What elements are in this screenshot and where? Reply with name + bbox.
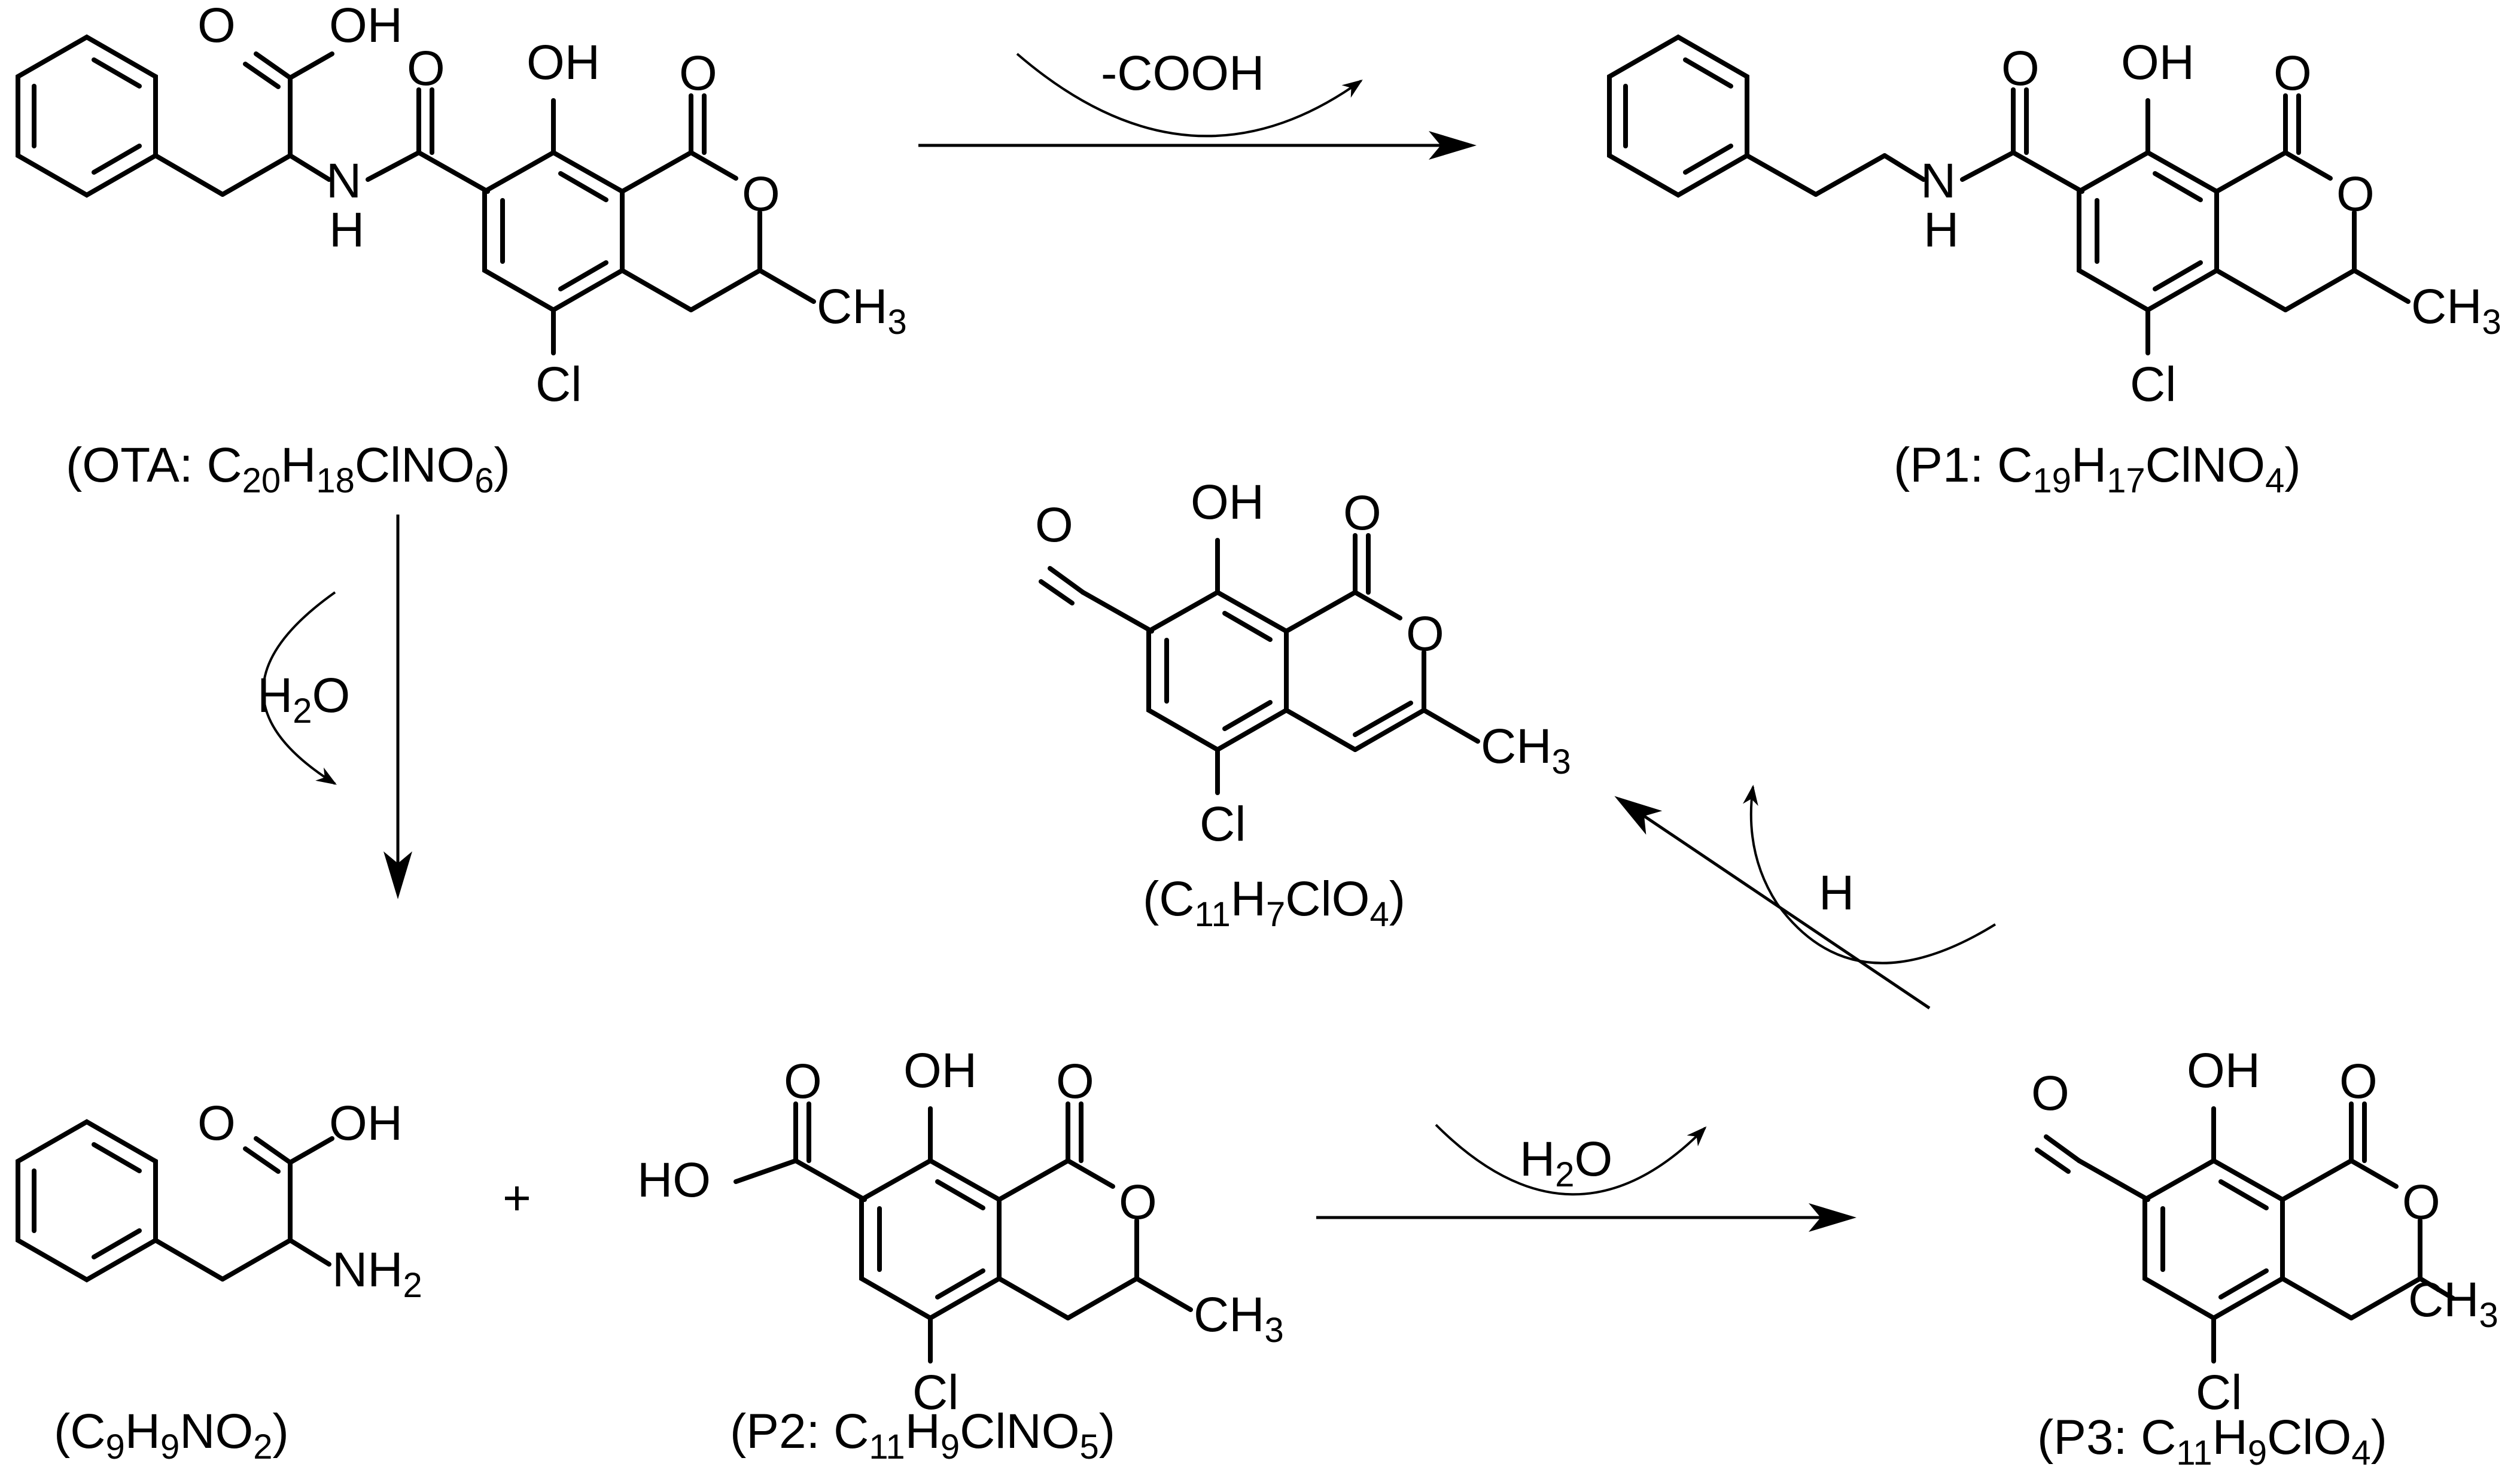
ota-ring-o: O — [742, 167, 780, 221]
p1-amide-n: N — [1921, 154, 1956, 208]
p1-methyl: CH3 — [2411, 279, 2501, 342]
ota-carboxyl-o: O — [197, 0, 236, 53]
p1-lactone-o: O — [2274, 46, 2312, 101]
p3-methyl: CH3 — [2408, 1273, 2498, 1335]
ota-phenol-oh: OH — [526, 35, 600, 90]
plus-sign: + — [503, 1171, 531, 1225]
oxidation-label: H2O — [1520, 1132, 1612, 1194]
ota-amide-o: O — [407, 41, 445, 96]
p2-caption: (P2: C11H9ClNO5) — [730, 1404, 1115, 1466]
ota-amide-n: N — [326, 154, 361, 208]
p3-aldehyde-o: O — [2031, 1066, 2069, 1121]
ota-bonds — [16, 34, 816, 355]
p1-caption: (P1: C19H17ClNO4) — [1894, 438, 2301, 500]
c11h7clo4-bonds — [1039, 533, 1480, 795]
p2-structure: O HO OH O O CH3 Cl (P2: C11H9ClNO5) — [637, 1043, 1284, 1466]
p3-structure: O OH O O CH3 Cl (P3: C11H9ClO4) — [2031, 1043, 2498, 1472]
c11h7-methyl: CH3 — [1481, 719, 1571, 781]
p1-amide-o: O — [2001, 41, 2040, 96]
p2-methyl: CH3 — [1194, 1288, 1284, 1350]
phe-caption: (C9H9NO2) — [54, 1404, 289, 1466]
p2-ring-o: O — [1119, 1175, 1157, 1229]
phe-amine: NH2 — [332, 1243, 422, 1305]
p1-ring-o: O — [2336, 167, 2375, 221]
p2-chlorine: Cl — [912, 1365, 958, 1420]
p2-lactone-o: O — [1056, 1054, 1094, 1109]
oxidation-step: H2O — [1316, 1124, 1856, 1232]
ota-caption: (OTA: C20H18ClNO6) — [66, 438, 510, 500]
p3-ring-o: O — [2402, 1175, 2440, 1229]
c11h7-ring-o: O — [1406, 607, 1444, 661]
c11h7-caption: (C11H7ClO4) — [1143, 872, 1405, 934]
ota-carboxyl-oh: OH — [329, 0, 403, 53]
p3-bonds — [2035, 1101, 2455, 1364]
c11h7-aldehyde-o: O — [1035, 498, 1073, 552]
c11h7-lactone-o: O — [1343, 486, 1381, 540]
c11h7-chlorine: Cl — [1200, 797, 1246, 851]
p2-carboxyl-o: O — [784, 1054, 822, 1109]
p1-structure: N H O OH O O CH3 Cl (P1: C19H17ClNO4) — [1607, 34, 2501, 500]
p1-phenol-oh: OH — [2121, 35, 2195, 90]
ota-amide-h: H — [329, 203, 364, 257]
ota-lactone-o: O — [679, 46, 717, 101]
phe-carboxyl-oh: OH — [329, 1096, 403, 1151]
phenylalanine-bonds — [16, 1119, 334, 1283]
p2-carboxyl-ho: HO — [637, 1153, 711, 1207]
dehydrogenation-label: H — [1819, 866, 1854, 920]
p2-bonds — [734, 1101, 1193, 1364]
p3-phenol-oh: OH — [2187, 1043, 2260, 1098]
phenylalanine-structure: O OH NH2 (C9H9NO2) — [16, 1096, 422, 1466]
dehydrogenation-step: H — [1614, 784, 1996, 1010]
p3-chlorine: Cl — [2196, 1365, 2242, 1420]
p2-phenol-oh: OH — [903, 1043, 977, 1098]
phe-carboxyl-o: O — [197, 1096, 236, 1151]
ota-structure: O OH N H O OH O O CH3 Cl (OTA: C20H18ClN… — [16, 0, 907, 500]
p3-lactone-o: O — [2339, 1054, 2378, 1109]
c11h7clo4-structure: O OH O O CH3 Cl (C11H7ClO4) — [1035, 475, 1571, 934]
hydrolysis-step: H2O — [257, 515, 412, 899]
decarboxylation-label: -COOH — [1101, 46, 1264, 101]
ota-methyl: CH3 — [817, 279, 907, 342]
hydrolysis-label: H2O — [257, 668, 350, 731]
c11h7-phenol-oh: OH — [1191, 475, 1264, 529]
p3-caption: (P3: C11H9ClO4) — [2037, 1410, 2387, 1472]
p1-chlorine: Cl — [2130, 357, 2176, 412]
ota-chlorine: Cl — [535, 357, 582, 412]
decarboxylation-step: -COOH — [918, 46, 1477, 160]
p1-bonds — [1607, 34, 2411, 355]
p1-amide-h: H — [1924, 203, 1959, 257]
